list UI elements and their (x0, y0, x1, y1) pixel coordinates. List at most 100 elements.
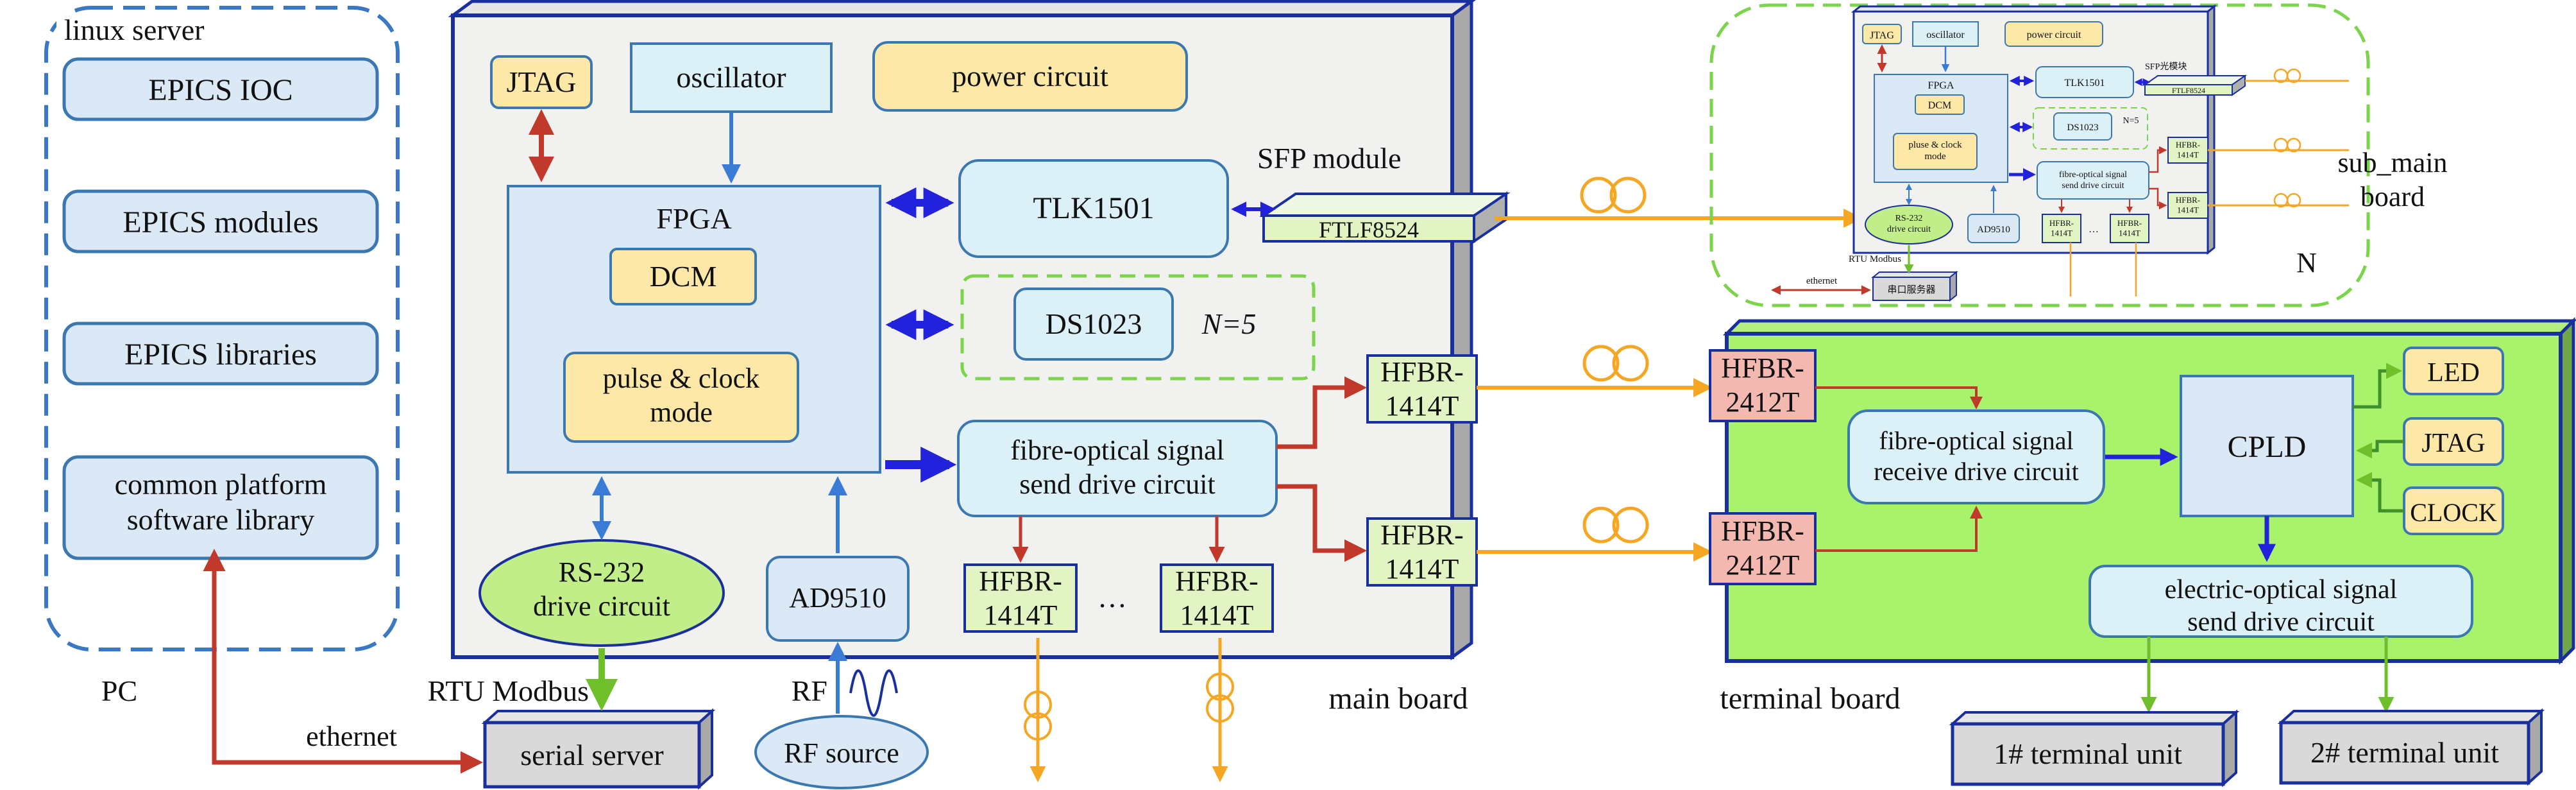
hfbr-ellipsis: … (1097, 581, 1127, 614)
bottom-fiber-outputs (1024, 638, 1234, 782)
sub-hfbr-block-1: HFBR-1414T (2167, 137, 2208, 164)
hfbr-receive-upper-block: HFBR-2412T (1709, 349, 1817, 422)
sub-ad-label: AD9510 (1977, 225, 2010, 235)
terminal-board-connections (1815, 363, 2404, 713)
fiber-coil-icon (2273, 193, 2301, 208)
sub-hfbr-block-3: HFBR-1414T (2042, 214, 2081, 243)
sub-sfp-block: FTLF8524 (2142, 74, 2248, 96)
rf-input: RF (792, 642, 898, 717)
main-board-label: main board (1328, 682, 1468, 716)
hfbr-send-lower-block: HFBR-1414T (1366, 517, 1478, 587)
fiber-links (1477, 176, 1863, 562)
rf-label: RF (792, 674, 827, 707)
sub-dcm-label: DCM (1928, 100, 1951, 111)
sub-hfbr-block-4: HFBR-1414T (2110, 214, 2149, 243)
rf-source-label: RF source (784, 737, 899, 769)
sub-dcm-block: DCM (1915, 94, 1965, 115)
sub-jtag-label: JTAG (1870, 30, 1894, 41)
ds1023-label: DS1023 (1046, 307, 1142, 340)
sub-power-block: power circuit (2004, 21, 2103, 47)
sub-main-connections (1877, 44, 2349, 296)
hfbr-send-bottom-2-block: HFBR-1414T (1160, 563, 1274, 633)
sub-hfbr-label: HFBR-1414T (2176, 140, 2200, 160)
serial-server-label: serial server (520, 739, 664, 771)
led-label: LED (2427, 358, 2480, 388)
terminal-jtag-label: JTAG (2421, 429, 2485, 458)
sub-hfbr-label: HFBR-1414T (2176, 195, 2200, 215)
ad9510-block: AD9510 (766, 556, 910, 642)
pc-group-title: linux server (64, 13, 204, 46)
serial-server-block: serial server (481, 708, 716, 790)
cpld-label: CPLD (2228, 430, 2307, 464)
ad9510-label: AD9510 (789, 582, 886, 614)
sub-tlk-label: TLK1501 (2064, 78, 2105, 89)
cpld-block: CPLD (2180, 375, 2354, 517)
hfbr-send-label: HFBR-1414T (1175, 565, 1258, 631)
sub-jtag-block: JTAG (1862, 24, 1902, 44)
hfbr-send-bottom-1-block: HFBR-1414T (963, 563, 1078, 633)
pc-item-epics-modules: EPICS modules (62, 189, 379, 253)
sub-ds-label: DS1023 (2067, 123, 2098, 133)
sub-hfbr-block-2: HFBR-1414T (2167, 192, 2208, 219)
oscillator-block: oscillator (630, 42, 833, 113)
dcm-label: DCM (650, 260, 717, 293)
pc-item-epics-libraries: EPICS libraries (62, 322, 379, 386)
terminal-unit-1-block: 1# terminal unit (1949, 709, 2240, 787)
fiber-coil-icon (1024, 691, 1052, 741)
pc-item-label: EPICS modules (123, 205, 318, 239)
rf-source-block: RF source (754, 715, 929, 789)
sub-ds-count: N=5 (2123, 116, 2139, 126)
terminal-unit-2-block: 2# terminal unit (2277, 708, 2545, 786)
rtu-modbus-label: RTU Modbus (427, 674, 589, 707)
fiber-coil-icon (1206, 673, 1234, 723)
terminal-unit-1-label: 1# terminal unit (1994, 737, 2182, 770)
hfbr-receive-label: HFBR-2412T (1721, 352, 1804, 418)
sub-ethernet-label: ethernet (1806, 276, 1838, 286)
power-circuit-block: power circuit (872, 41, 1188, 112)
sub-sfp-label: SFP光模块 (2145, 62, 2187, 72)
sine-wave-icon (849, 669, 898, 717)
sfp-module-block: FTLF8524 (1259, 191, 1511, 244)
sub-hfbr-label: HFBR-1414T (2049, 218, 2074, 238)
oscillator-label: oscillator (676, 61, 786, 94)
ethernet-line (203, 549, 483, 774)
terminal-unit-2-label: 2# terminal unit (2310, 736, 2499, 769)
sub-tlk-block: TLK1501 (2035, 66, 2134, 98)
led-block: LED (2403, 347, 2504, 395)
sub-oscillator-label: oscillator (1926, 30, 1965, 40)
fiber-coil-icon (1582, 345, 1649, 382)
dcm-block: DCM (609, 248, 757, 305)
hfbr-receive-lower-block: HFBR-2412T (1709, 512, 1817, 585)
jtag-label: JTAG (507, 65, 577, 98)
tlk1501-block: TLK1501 (958, 159, 1229, 258)
power-circuit-label: power circuit (952, 60, 1108, 92)
terminal-board-label: terminal board (1720, 682, 1900, 716)
sub-sfp-part-label: FTLF8524 (2172, 86, 2205, 95)
pc-group: linux server EPICS IOC EPICS modules EPI… (44, 6, 400, 651)
sub-main-group (1709, 3, 2370, 307)
sub-ds-group (2033, 107, 2148, 150)
ds-group (960, 274, 1316, 381)
sub-serial-label: 串口服务器 (1887, 284, 1935, 295)
sub-oscillator-block: oscillator (1912, 21, 1979, 47)
sub-serial-block: 串口服务器 (1871, 270, 1958, 302)
jtag-block: JTAG (490, 55, 593, 109)
pc-item-label: EPICS IOC (148, 73, 292, 107)
sub-main-count: N (2296, 247, 2317, 279)
fiber-coil-icon (1580, 176, 1647, 214)
